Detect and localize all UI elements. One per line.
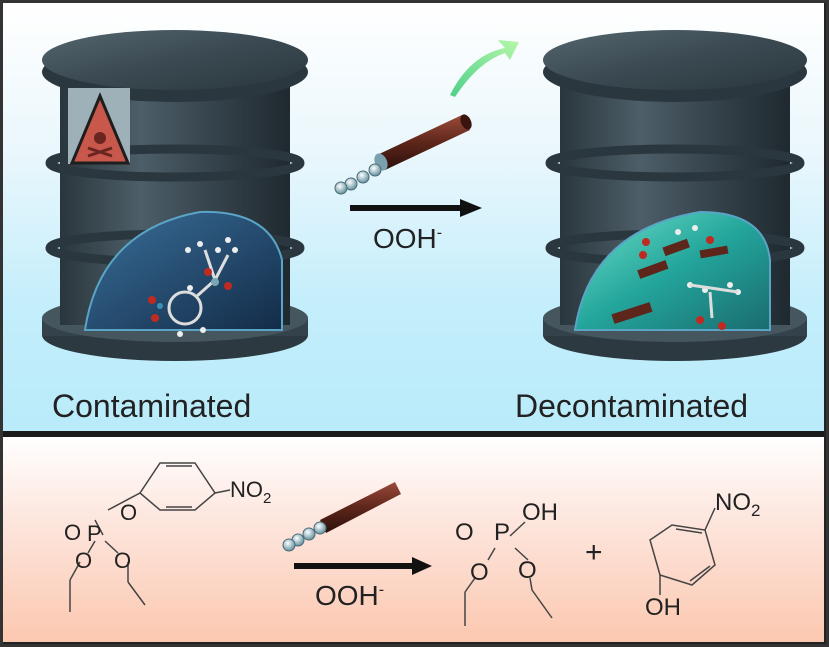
reagent-label-bottom: OOH- [315, 580, 385, 611]
barrel-cutaway-window [573, 210, 771, 331]
degraded-molecules [611, 225, 741, 330]
reagent-nanotube [334, 114, 472, 195]
contaminated-barrel [42, 30, 308, 361]
panel-divider [3, 431, 824, 437]
exhaust-arrow [450, 40, 519, 97]
reactant-o-right: O [114, 548, 131, 573]
plus-sign: + [585, 536, 603, 569]
nerve-agent-molecule [148, 237, 238, 337]
reaction-arrow-top [350, 199, 482, 217]
reactant-o-double: O [64, 520, 81, 545]
barrel-cutaway-window [83, 210, 283, 331]
product-oh: OH [522, 499, 558, 526]
product-nitrophenol [649, 507, 716, 595]
product-o-left: O [470, 559, 489, 586]
contaminated-label: Contaminated [52, 388, 252, 424]
bottom-panel [3, 437, 824, 642]
hydroxyl-group: OH [645, 594, 681, 621]
product-o-right: O [518, 557, 537, 584]
reactant-o-ether: O [120, 500, 137, 525]
reagent-nanotube-bottom [282, 482, 401, 552]
reaction-arrow-bottom [294, 557, 432, 575]
reactant-o-left: O [75, 548, 92, 573]
decontaminated-label: Decontaminated [515, 388, 749, 424]
reactant-p: P [87, 521, 102, 546]
reactant-structure [69, 462, 231, 612]
skull-crossbones-warning-icon [69, 92, 131, 165]
product-p: P [494, 519, 510, 546]
reactant-nitro-group: NO2 [230, 477, 271, 507]
decontaminated-barrel [543, 30, 807, 361]
reagent-label-top: OOH- [373, 223, 443, 254]
nitro-group: NO2 [715, 489, 760, 520]
product-phosphonic-acid [464, 521, 553, 626]
product-o-double: O [455, 519, 474, 546]
